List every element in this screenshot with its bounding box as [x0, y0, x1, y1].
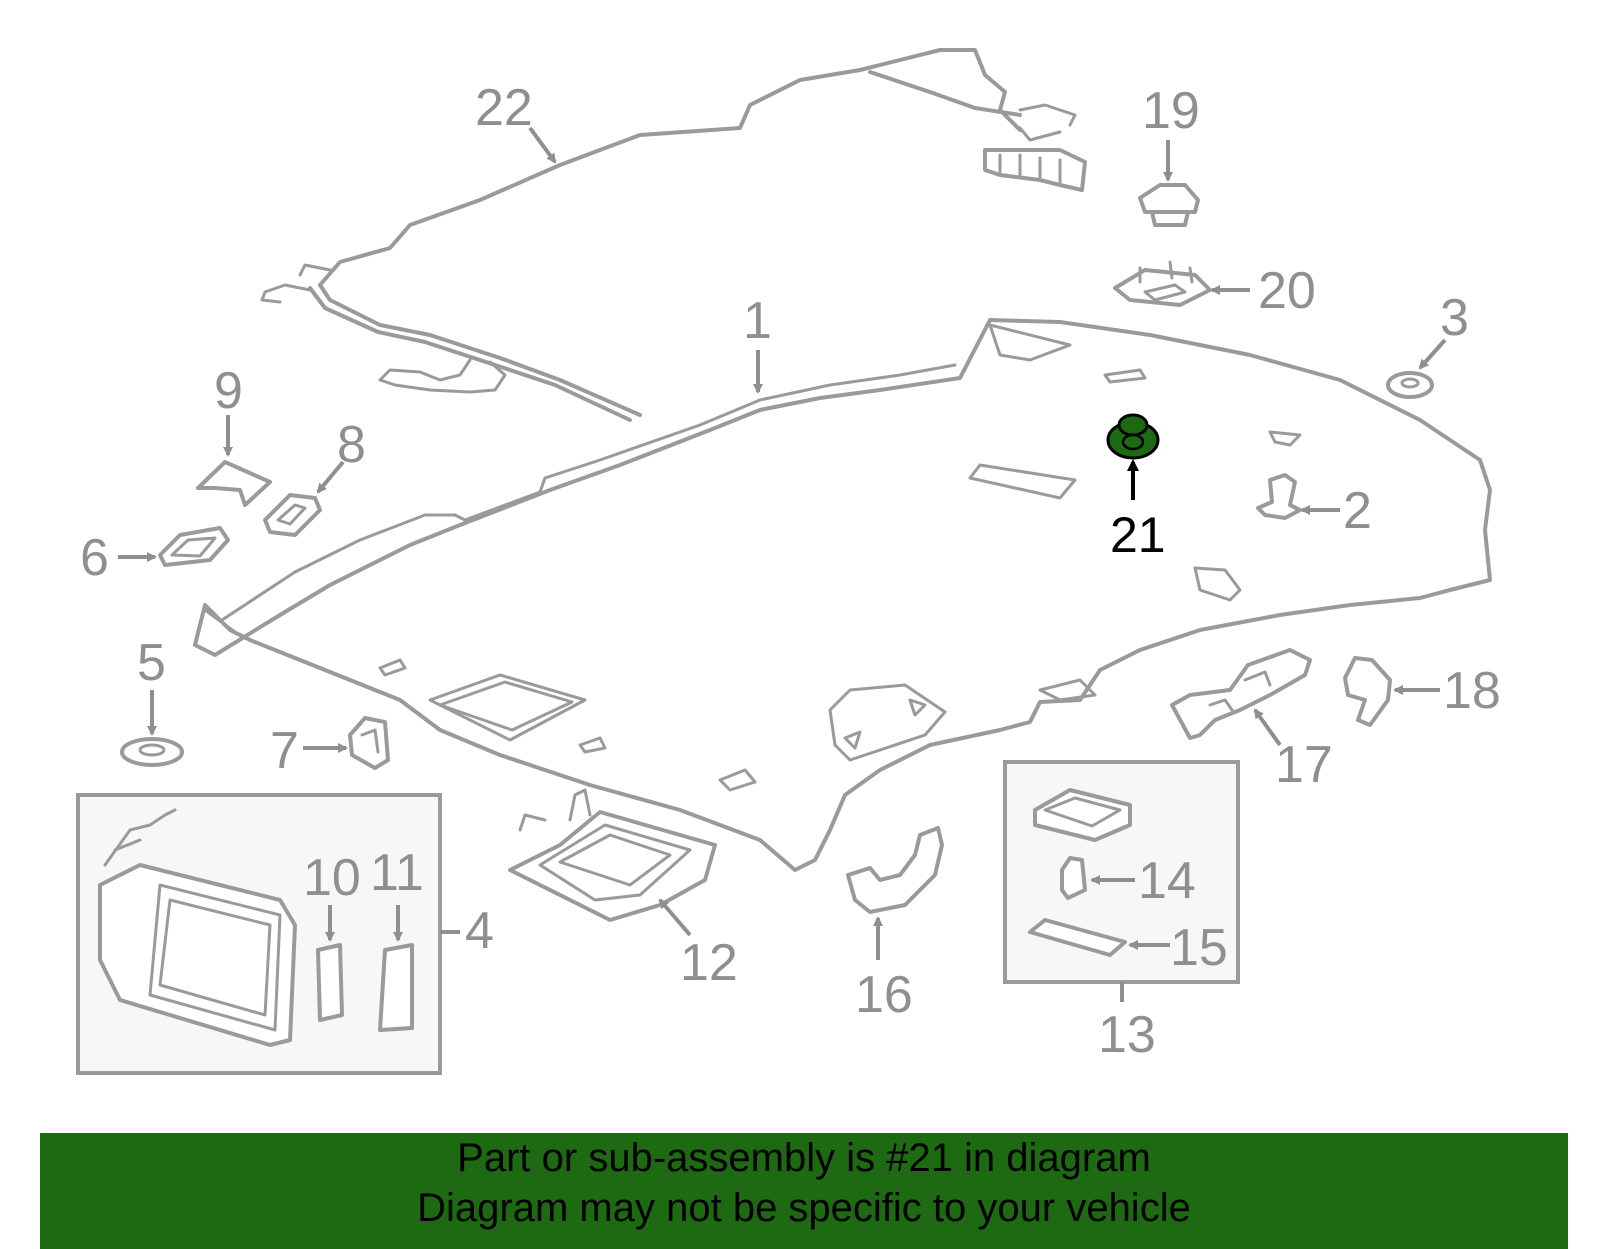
headliner-part-1[interactable] [193, 318, 1492, 872]
label-22: 22 [475, 79, 533, 137]
label-11: 11 [370, 844, 424, 902]
label-6: 6 [80, 529, 109, 587]
lamp-lens-part-8[interactable] [263, 493, 322, 537]
parts-diagram: 22 1 21 19 20 [76, 48, 1501, 1075]
label-16: 16 [855, 966, 913, 1024]
label-17: 17 [1275, 736, 1333, 794]
console-part-12[interactable] [508, 788, 717, 922]
grommet-part-5[interactable] [120, 737, 184, 767]
lamp-part-10[interactable] [316, 943, 344, 1022]
label-2: 2 [1343, 482, 1372, 540]
lens-part-11[interactable] [378, 943, 414, 1032]
label-4: 4 [465, 902, 494, 960]
clip-part-18[interactable] [1343, 656, 1392, 727]
retainer-part-2[interactable] [1256, 473, 1302, 520]
label-9: 9 [214, 362, 243, 420]
sunvisor-part-4[interactable] [98, 808, 297, 1047]
bracket-part-17[interactable] [1170, 648, 1312, 740]
label-21: 21 [1110, 507, 1166, 563]
label-5: 5 [137, 634, 166, 692]
label-1: 1 [743, 292, 772, 350]
dome-lamp-part-13[interactable] [1033, 788, 1132, 842]
label-7: 7 [270, 722, 299, 780]
bracket-part-20[interactable] [1113, 260, 1212, 307]
grommet-part-3[interactable] [1386, 371, 1434, 399]
label-10: 10 [303, 849, 361, 907]
pad-part-9[interactable] [196, 460, 272, 507]
label-19: 19 [1142, 82, 1200, 140]
label-13: 13 [1098, 1006, 1156, 1064]
clip-part-19[interactable] [1138, 183, 1200, 227]
bulb-part-14[interactable] [1060, 856, 1087, 900]
clip-part-21-highlighted[interactable] [1106, 413, 1160, 460]
banner-line-1: Part or sub-assembly is #21 in diagram [457, 1136, 1151, 1180]
grab-handle-part-16[interactable] [846, 826, 944, 914]
wire-harness-part-22[interactable] [260, 48, 1087, 422]
label-12: 12 [680, 934, 738, 992]
banner-line-2: Diagram may not be specific to your vehi… [417, 1186, 1191, 1230]
label-8: 8 [337, 416, 366, 474]
clip-part-7[interactable] [348, 716, 390, 770]
label-15: 15 [1170, 919, 1228, 977]
label-14: 14 [1138, 852, 1196, 910]
label-3: 3 [1440, 289, 1469, 347]
label-18: 18 [1443, 662, 1501, 720]
cover-part-6[interactable] [158, 526, 230, 567]
info-banner: Part or sub-assembly is #21 in diagram D… [40, 1133, 1568, 1249]
lens-part-15[interactable] [1028, 918, 1127, 957]
label-20: 20 [1258, 262, 1316, 320]
